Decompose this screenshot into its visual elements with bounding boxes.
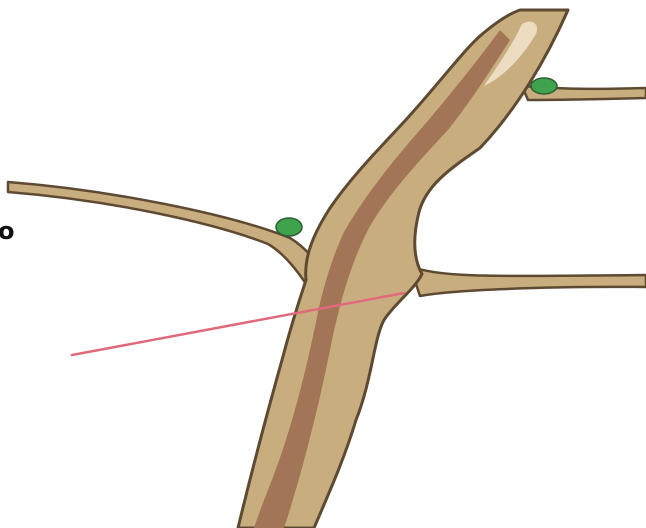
- partial-label: o: [0, 219, 15, 243]
- side-branch: [410, 266, 646, 296]
- left-twig: [8, 182, 330, 290]
- middle-bud: [276, 218, 302, 236]
- upper-bud: [531, 78, 557, 94]
